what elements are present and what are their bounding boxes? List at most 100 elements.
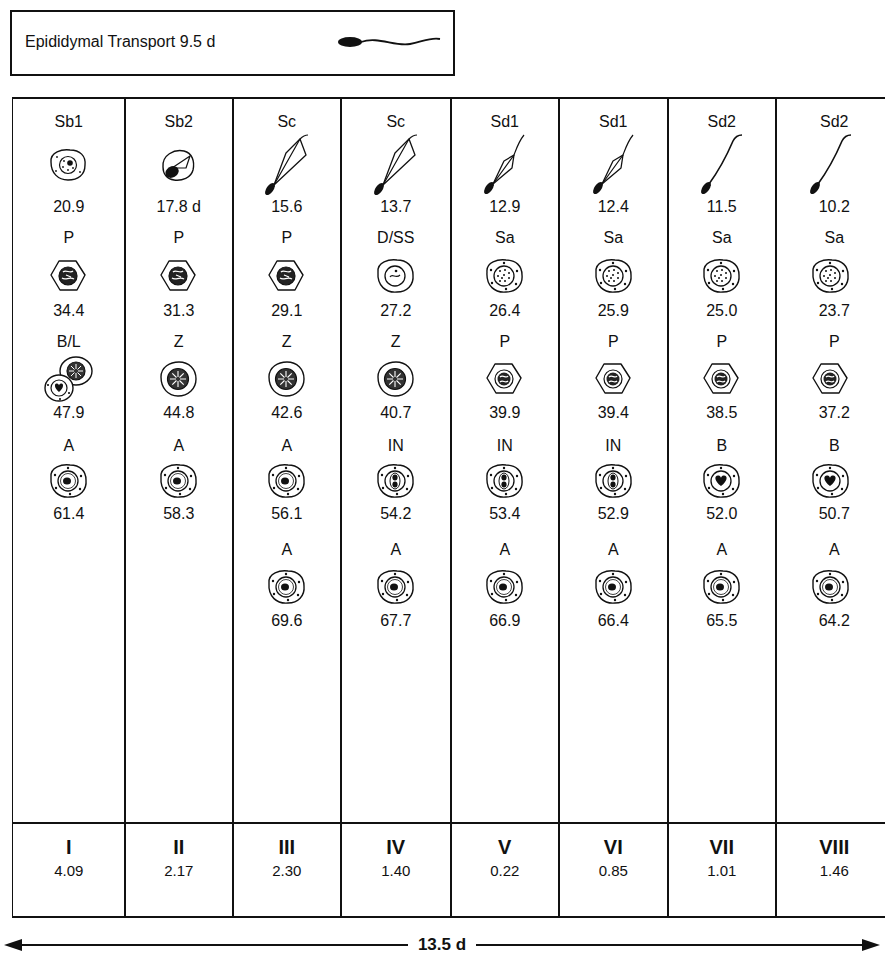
cell-type-label: A [125,436,233,455]
cell-age-number: 67.7 [341,611,451,630]
cell-drawing-part [361,39,440,45]
stage-numeral: II [125,835,233,859]
cell-type-label: Z [341,332,451,351]
cell-drawing-part [161,261,195,290]
cell-drawing-part [596,571,631,603]
cell-drawing-part [378,362,413,396]
cell-type-label: IN [341,436,451,455]
cell-drawing-part [161,465,196,497]
cell-type-label: Sc [233,112,341,131]
stage-column: Sb217.8 dP31.3Z44.8A58.3II2.17 [124,97,234,918]
cell-type-label: IN [451,436,559,455]
cell-type-label: P [125,228,233,247]
cell-drawing-part [269,571,304,603]
cell-drawing-part [51,150,85,180]
cell-age-number: 53.4 [451,504,559,523]
stage-row-line [12,822,885,824]
cell-drawing-part [699,135,742,196]
cell-type-label: Sa [776,228,885,247]
cell-type-label: A [451,540,559,559]
cell-drawing-part [269,261,303,290]
cell-age-number: 34.4 [13,301,125,320]
cell-age-number: 15.6 [233,197,341,216]
cell-drawing-part [378,465,413,497]
cell-drawing-part [862,939,880,951]
stage-numeral: I [13,835,125,859]
cell-age-number: 47.9 [13,403,125,422]
cell-age-number: 39.9 [451,403,559,422]
cell-drawing-part [813,260,848,292]
cell-drawing-part [487,260,522,292]
cell-drawing-part [269,362,304,396]
cell-age-number: 31.3 [125,301,233,320]
cell-type-label: Z [233,332,341,351]
cell-drawing-part [487,364,521,393]
cell-drawing-part [808,135,851,196]
cell-age-number: 11.5 [668,197,776,216]
cell-age-number: 40.7 [341,403,451,422]
cell-age-number: 58.3 [125,504,233,523]
cell-drawing-part [378,260,413,292]
cell-type-label: Sd1 [559,112,668,131]
cell-drawing-part [4,939,22,951]
cell-age-number: 56.1 [233,504,341,523]
cell-type-label: P [668,332,776,351]
cell-age-number: 13.7 [341,197,451,216]
cell-drawing-part [338,37,362,47]
cell-age-number: 25.0 [668,301,776,320]
cell-icons [45,135,851,603]
cell-type-label: Sb1 [13,112,125,131]
cell-drawing-part [487,465,522,497]
cell-drawing-part [704,465,739,497]
cell-type-label: A [13,436,125,455]
cell-drawing-part [813,364,847,393]
cell-age-number: 26.4 [451,301,559,320]
cell-type-label: P [559,332,668,351]
cell-age-number: 23.7 [776,301,885,320]
cell-age-number: 65.5 [668,611,776,630]
cell-age-number: 44.8 [125,403,233,422]
cell-age-number: 61.4 [13,504,125,523]
cell-type-label: Sa [451,228,559,247]
cell-age-number: 27.2 [341,301,451,320]
cell-age-number: 42.6 [233,403,341,422]
stage-duration: 2.30 [233,862,341,880]
cell-age-number: 66.9 [451,611,559,630]
cell-type-label: D/SS [341,228,451,247]
cell-age-number: 66.4 [559,611,668,630]
cell-type-label: A [233,540,341,559]
cell-drawing-part [161,362,196,396]
cell-type-label: Sa [559,228,668,247]
stage-duration: 1.46 [776,862,885,880]
cell-type-label: A [341,540,451,559]
cell-age-number: 52.0 [668,504,776,523]
cell-type-label: A [559,540,668,559]
cell-type-label: Sa [668,228,776,247]
transport-label: Epididymal Transport 9.5 d [25,32,215,52]
stage-duration: 2.17 [125,862,233,880]
cell-drawing-part [269,465,304,497]
cell-drawing-part [704,571,739,603]
cell-drawing-part [45,357,92,401]
stage-column: Sd112.4Sa25.9P39.4IN52.9A66.4VI0.85 [558,97,669,918]
stage-column: Sd210.2Sa23.7P37.2B50.7A64.2VIII1.46 [775,97,885,918]
cell-age-number: 69.6 [233,611,341,630]
cell-type-label: B [776,436,885,455]
cell-drawing-part [813,571,848,603]
cell-drawing-part [813,465,848,497]
cell-drawing-part [487,571,522,603]
cell-age-number: 12.4 [559,197,668,216]
cell-type-label: IN [559,436,668,455]
stage-column: Sc15.6P29.1Z42.6A56.1A69.6III2.30 [232,97,342,918]
stage-duration: 4.09 [13,862,125,880]
cell-type-label: A [233,436,341,455]
stage-column: Sd211.5Sa25.0P38.5B52.0A65.5VII1.01 [667,97,777,918]
stage-duration: 0.22 [451,862,559,880]
cell-type-label: Z [125,332,233,351]
cell-type-label: P [13,228,125,247]
cell-age-number: 29.1 [233,301,341,320]
stage-column: Sc13.7D/SS27.2Z40.7IN54.2A67.7IV1.40 [340,97,452,918]
stage-duration: 1.01 [668,862,776,880]
